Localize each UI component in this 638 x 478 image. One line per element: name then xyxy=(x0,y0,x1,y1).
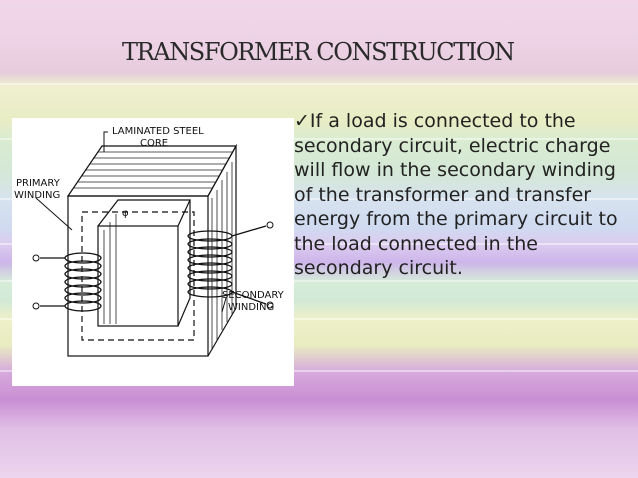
primary-terminal xyxy=(32,254,40,262)
primary-winding xyxy=(40,252,102,312)
core-leader-line xyxy=(103,131,108,152)
core-label-line2: CORE xyxy=(140,138,168,149)
primary-label-line2: WINDING xyxy=(14,190,60,201)
slide-title: TRANSFORMER CONSTRUCTION xyxy=(122,38,515,66)
background-stripe xyxy=(0,280,638,282)
transformer-drawing: LAMINATED STEEL CORE PRIMARY WINDING SEC… xyxy=(14,126,285,357)
core-laminations xyxy=(74,151,233,350)
background-stripe xyxy=(0,83,638,85)
secondary-leader-line xyxy=(221,297,227,313)
window-depth xyxy=(97,199,191,227)
core-label-line1: LAMINATED STEEL xyxy=(112,126,204,137)
bullet-item: ✓If a load is connected to the secondary… xyxy=(294,109,630,281)
background-stripe xyxy=(0,318,638,320)
background-stripe xyxy=(0,198,638,200)
secondary-terminal xyxy=(266,221,274,229)
bullet-text-box: ✓If a load is connected to the secondary… xyxy=(294,109,630,281)
secondary-label-line1: SECONDARY xyxy=(222,290,285,301)
primary-leader-line xyxy=(35,197,73,231)
core-top-face xyxy=(66,145,238,197)
flux-label: φ xyxy=(122,208,129,219)
core-side-face xyxy=(207,143,237,357)
primary-terminal xyxy=(32,302,40,310)
primary-label-line1: PRIMARY xyxy=(16,178,61,189)
window-depth-side xyxy=(177,200,191,327)
core-front-face xyxy=(67,195,209,357)
secondary-winding xyxy=(187,225,267,305)
background-stripe xyxy=(0,138,638,140)
secondary-label-line2: WINDING xyxy=(228,302,274,313)
bullet-text: If a load is connected to the secondary … xyxy=(294,110,618,279)
background-stripe xyxy=(0,370,638,372)
check-mark-icon: ✓ xyxy=(294,110,310,132)
flux-path xyxy=(81,211,195,341)
core-window xyxy=(97,225,179,327)
background-stripe xyxy=(0,243,638,245)
secondary-terminal xyxy=(266,301,274,309)
transformer-diagram: LAMINATED STEEL CORE PRIMARY WINDING SEC… xyxy=(12,118,294,386)
